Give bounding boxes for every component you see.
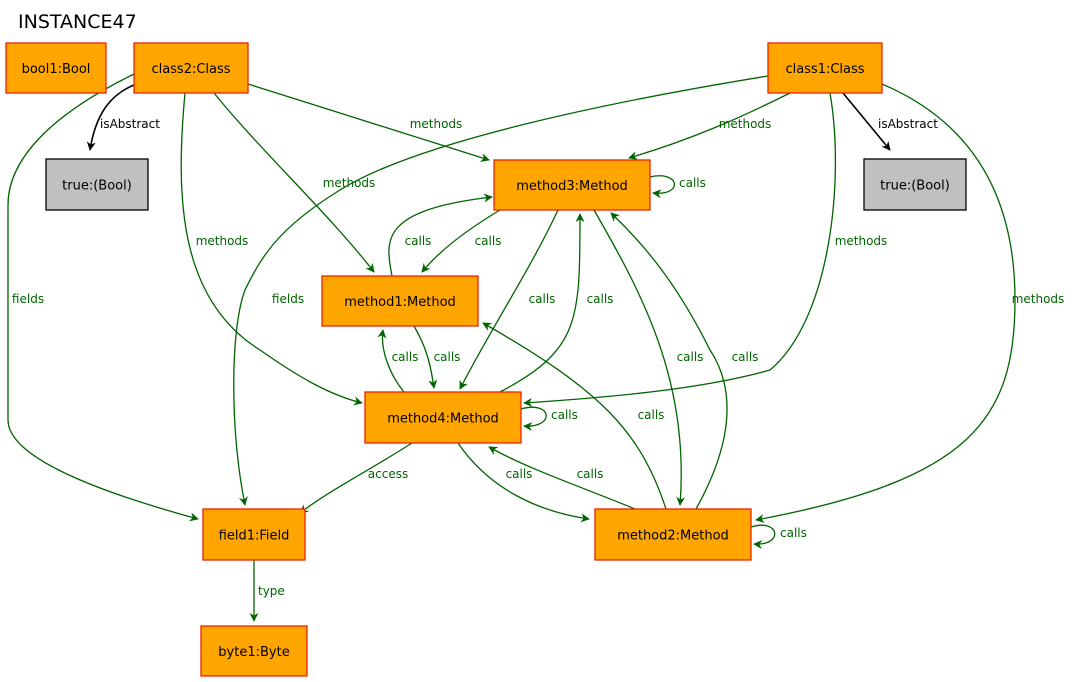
edge-method2-to-method4 (488, 446, 636, 510)
edge-class2-to-method4 (180, 92, 363, 406)
node-method1[interactable]: method1:Method (321, 275, 479, 327)
edge-class1-to-method3 (628, 92, 791, 161)
node-bool1[interactable]: bool1:Bool (5, 42, 107, 94)
edge-label: calls (732, 350, 759, 364)
edge-method2-to-method3 (610, 212, 728, 510)
edges (7, 73, 1016, 622)
edge-label: fields (12, 292, 44, 306)
edge-method3-to-method1 (421, 209, 501, 273)
edge-method3-to-method3 (649, 175, 676, 199)
node-method3[interactable]: method3:Method (493, 159, 651, 211)
edge-label: calls (529, 292, 556, 306)
node-class2[interactable]: class2:Class (133, 42, 249, 94)
edge-label: fields (272, 292, 304, 306)
edge-label: methods (719, 117, 772, 131)
edge-label: calls (677, 350, 704, 364)
edge-label: calls (638, 408, 665, 422)
edge-label: calls (392, 350, 419, 364)
edge-class2-to-true_left (86, 84, 135, 151)
node-box (594, 508, 752, 561)
node-label: true:(Bool) (62, 179, 132, 194)
edge-label: methods (1012, 292, 1065, 306)
edge-class1-to-method4 (523, 92, 837, 407)
node-true-left[interactable]: true:(Bool) (45, 158, 149, 211)
node-label: byte1:Byte (218, 645, 289, 660)
edge-method4-to-method1 (377, 329, 405, 393)
node-byte1[interactable]: byte1:Byte (200, 625, 308, 677)
node-box (863, 158, 967, 211)
node-true-right[interactable]: true:(Bool) (863, 158, 967, 211)
node-label: field1:Field (219, 529, 290, 544)
node-label: method1:Method (344, 295, 456, 310)
edge-method3-to-method4 (459, 209, 559, 390)
edge-label: calls (679, 176, 706, 190)
edge-label: calls (475, 234, 502, 248)
node-class1[interactable]: class1:Class (767, 42, 883, 94)
edge-class2-to-field1 (7, 73, 199, 522)
node-label: class1:Class (785, 62, 864, 77)
nodes: bool1:Bool class2:Class class1:Class true:(… (5, 42, 967, 677)
edge-method1-to-method4 (413, 325, 438, 389)
edge-method2-to-method1 (482, 322, 667, 510)
edge-method4-to-field1 (299, 442, 413, 514)
node-label: class2:Class (151, 62, 230, 77)
node-box (200, 625, 308, 677)
node-box (321, 275, 479, 327)
diagram-title: INSTANCE47 (18, 11, 137, 33)
node-method4[interactable]: method4:Method (364, 391, 522, 444)
node-box (5, 42, 107, 94)
edge-label: calls (587, 292, 614, 306)
edge-method3-to-method2 (593, 209, 686, 506)
edge-class1-to-true_right (842, 92, 891, 151)
edge-label: methods (410, 117, 463, 131)
edge-method1-to-method3 (388, 193, 493, 277)
node-label: method3:Method (516, 179, 628, 194)
edge-method4-to-method2 (457, 442, 590, 523)
edge-method4-to-method3 (499, 213, 585, 393)
edge-label: calls (551, 408, 578, 422)
edge-label: calls (506, 467, 533, 481)
edge-class2-to-method1 (213, 92, 375, 273)
edge-label: methods (196, 234, 249, 248)
node-label: true:(Bool) (880, 179, 950, 194)
node-label: bool1:Bool (22, 62, 91, 77)
edge-label: calls (780, 526, 807, 540)
node-box (45, 158, 149, 211)
edge-label: isAbstract (100, 117, 160, 131)
edge-class1-to-field1 (233, 75, 769, 506)
edge-method2-to-method2 (750, 524, 776, 550)
edge-label: methods (835, 234, 888, 248)
edge-label: access (368, 467, 408, 481)
node-field1[interactable]: field1:Field (202, 508, 306, 561)
edge-class1-to-method2 (755, 83, 1016, 523)
node-box (767, 42, 883, 94)
edge-label: methods (323, 176, 376, 190)
edge-method4-to-method4 (520, 406, 547, 431)
node-label: method2:Method (617, 529, 729, 544)
edge-label: isAbstract (878, 117, 938, 131)
edge-label: calls (434, 350, 461, 364)
edge-label: type (258, 584, 285, 598)
edge-label: calls (405, 234, 432, 248)
node-box (493, 159, 651, 211)
node-box (202, 508, 306, 561)
node-box (133, 42, 249, 94)
edge-label: calls (577, 467, 604, 481)
node-method2[interactable]: method2:Method (594, 508, 752, 561)
node-box (364, 391, 522, 444)
node-label: method4:Method (387, 412, 499, 427)
edge-labels: isAbstract isAbstract methods methods method… (12, 117, 1064, 598)
edge-class2-to-method3 (247, 83, 490, 162)
